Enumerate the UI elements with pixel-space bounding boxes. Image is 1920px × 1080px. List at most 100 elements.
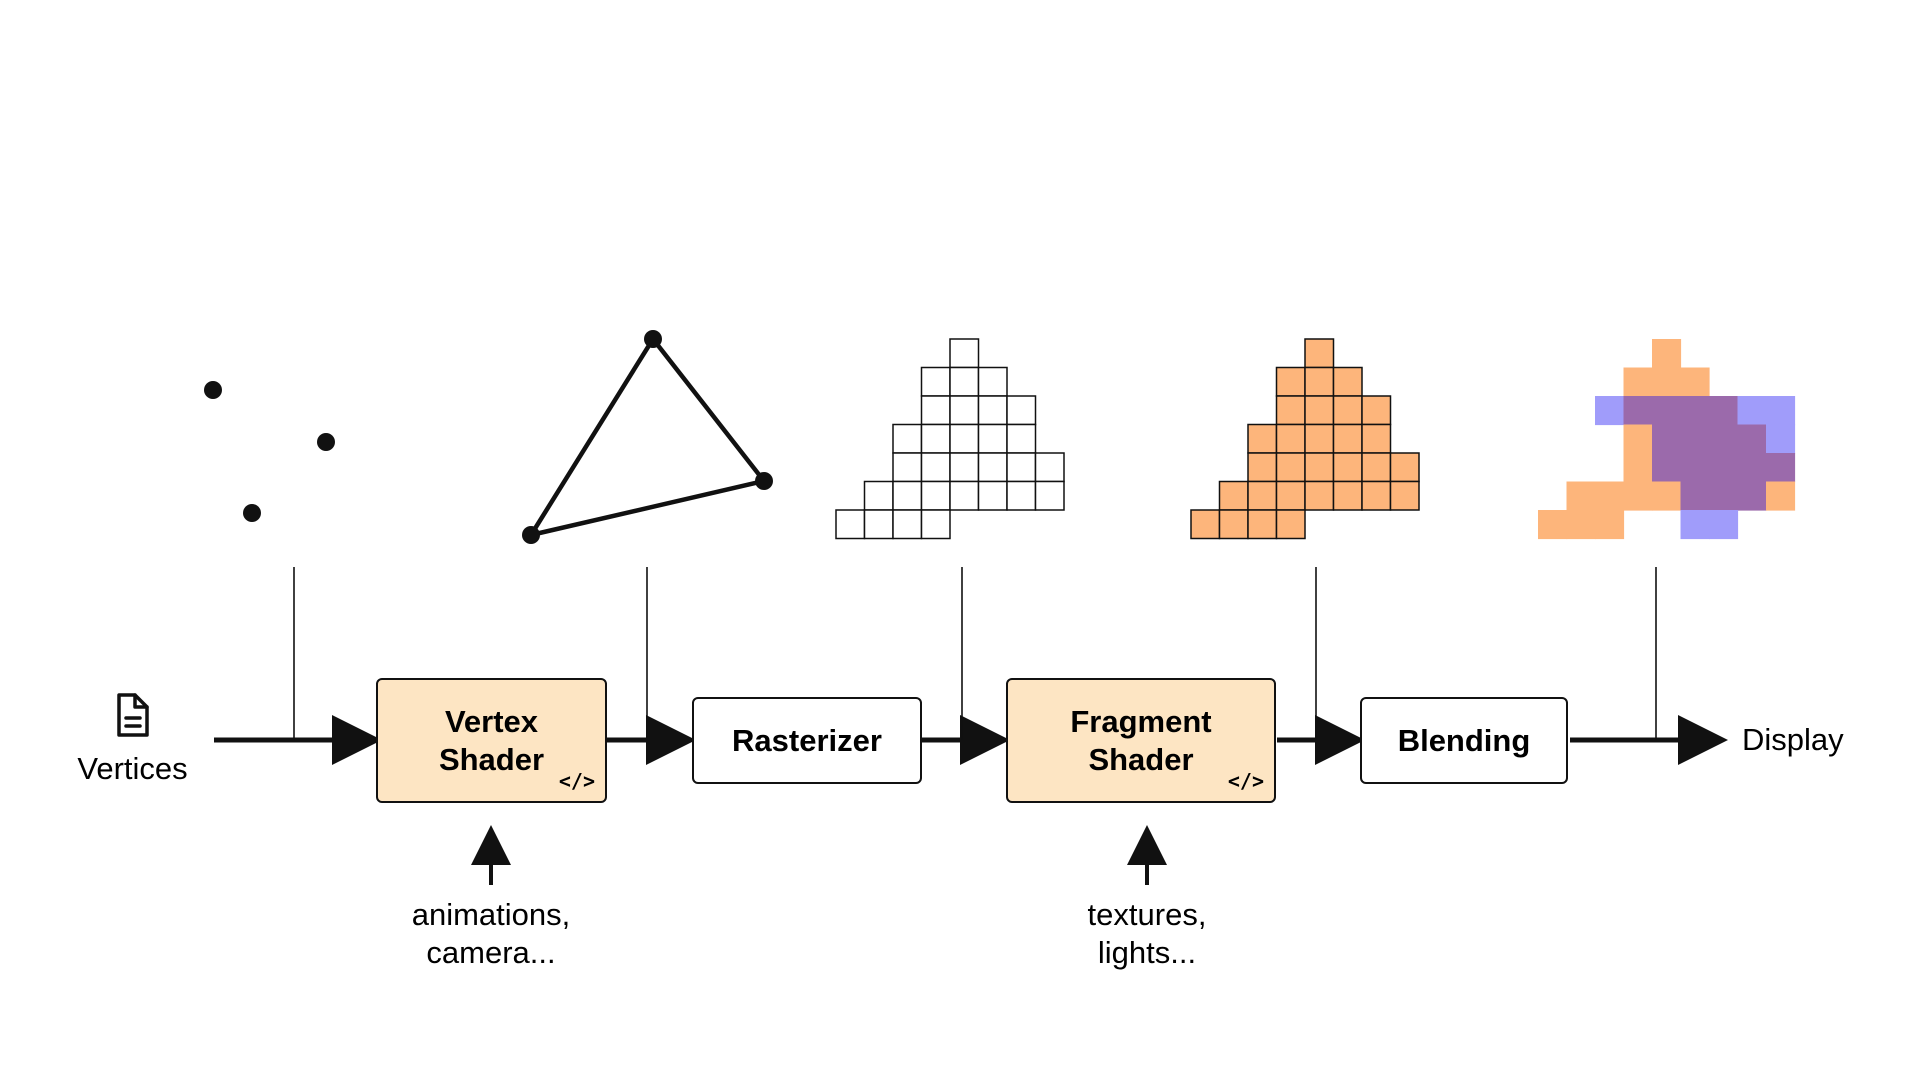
fragment-cell [1361, 452, 1392, 483]
fragment-shader-label: Fragment Shader [1070, 703, 1212, 777]
fragment-cell [863, 509, 894, 540]
fragment-cell [1247, 423, 1278, 454]
fragment-cell [1361, 480, 1392, 511]
fragment-cell [1389, 480, 1420, 511]
fragment-cell [1332, 423, 1363, 454]
fragment-cell [1389, 452, 1420, 483]
triangle-vertex [755, 472, 773, 490]
fragment-cell [1275, 480, 1306, 511]
fragment-cell [1304, 395, 1335, 426]
blended-pixel [1566, 481, 1596, 511]
blending-box: Blending [1360, 697, 1568, 784]
rasterizer-label: Rasterizer [732, 722, 882, 758]
fragment-cell [1006, 452, 1037, 483]
rasterizer-box: Rasterizer [692, 697, 922, 784]
blended-pixel [1737, 453, 1767, 483]
fragment-cell [1304, 338, 1335, 369]
vertex-point [243, 504, 261, 522]
code-icon: </> [558, 769, 595, 793]
blended-pixel [1623, 453, 1653, 483]
fragment-cell [949, 366, 980, 397]
fragment-cell [1304, 480, 1335, 511]
fragment-cell [863, 480, 894, 511]
fragment-cell [977, 423, 1008, 454]
blended-pixel [1652, 481, 1682, 511]
blended-pixel [1709, 510, 1739, 540]
fragment-cell [949, 395, 980, 426]
blended-pixel [1709, 396, 1739, 426]
vertex-shader-label: Vertex Shader [438, 703, 545, 777]
illustration-vertex-points [204, 381, 335, 522]
blended-pixel [1766, 424, 1796, 454]
fragment-shader-inputs-label: textures, lights... [1087, 897, 1207, 970]
blended-pixel [1623, 424, 1653, 454]
fragment-cell [920, 509, 951, 540]
fragment-cell [920, 452, 951, 483]
shader-input-arrows [471, 825, 1167, 885]
triangle-vertex [522, 526, 540, 544]
blended-pixel [1680, 367, 1710, 397]
vertex-shader-box: Vertex Shader </> [376, 678, 607, 803]
blended-pixel [1737, 481, 1767, 511]
fragment-cell [920, 423, 951, 454]
fragment-cell [949, 338, 980, 369]
illustration-raster-grid [835, 338, 1065, 540]
illustration-shaded-fragments [1190, 338, 1420, 540]
fragment-cell [1361, 395, 1392, 426]
blended-pixel [1737, 424, 1767, 454]
fragment-cell [977, 452, 1008, 483]
fragment-cell [1275, 366, 1306, 397]
document-icon [117, 693, 149, 737]
fragment-cell [1034, 480, 1065, 511]
fragment-cell [835, 509, 866, 540]
blended-pixel [1709, 424, 1739, 454]
fragment-cell [1247, 480, 1278, 511]
blended-pixel [1595, 396, 1625, 426]
illustration-blended-pixels [1538, 339, 1796, 540]
blended-pixel [1538, 510, 1568, 540]
blended-pixel [1709, 453, 1739, 483]
blended-pixel [1680, 396, 1710, 426]
blended-pixel [1709, 481, 1739, 511]
fragment-cell [949, 480, 980, 511]
fragment-cell [1247, 509, 1278, 540]
fragment-cell [1332, 395, 1363, 426]
fragment-shader-box: Fragment Shader </> [1006, 678, 1276, 803]
fragment-cell [949, 452, 980, 483]
fragment-cell [1006, 395, 1037, 426]
code-icon: </> [1227, 769, 1264, 793]
fragment-cell [892, 480, 923, 511]
fragment-cell [1006, 480, 1037, 511]
blended-pixel [1680, 453, 1710, 483]
blended-pixel [1680, 424, 1710, 454]
blended-pixel [1652, 453, 1682, 483]
fragment-cell [892, 452, 923, 483]
blended-pixel [1623, 367, 1653, 397]
blended-pixel [1652, 339, 1682, 369]
fragment-cell [949, 423, 980, 454]
fragment-cell [1247, 452, 1278, 483]
blended-pixel [1623, 481, 1653, 511]
fragment-cell [1218, 480, 1249, 511]
blended-pixel [1766, 453, 1796, 483]
fragment-cell [1304, 423, 1335, 454]
fragment-cell [1304, 366, 1335, 397]
fragment-cell [892, 423, 923, 454]
fragment-cell [1275, 509, 1306, 540]
fragment-cell [1275, 452, 1306, 483]
fragment-cell [1361, 423, 1392, 454]
blended-pixel [1737, 396, 1767, 426]
fragment-cell [1332, 452, 1363, 483]
fragment-cell [977, 480, 1008, 511]
blended-pixel [1652, 367, 1682, 397]
illustration-triangle [522, 330, 773, 544]
blending-label: Blending [1397, 722, 1531, 758]
vertices-label: Vertices [77, 751, 188, 786]
vertex-point [204, 381, 222, 399]
blended-pixel [1595, 481, 1625, 511]
fragment-cell [977, 366, 1008, 397]
blended-pixel [1652, 396, 1682, 426]
blended-pixel [1766, 481, 1796, 511]
